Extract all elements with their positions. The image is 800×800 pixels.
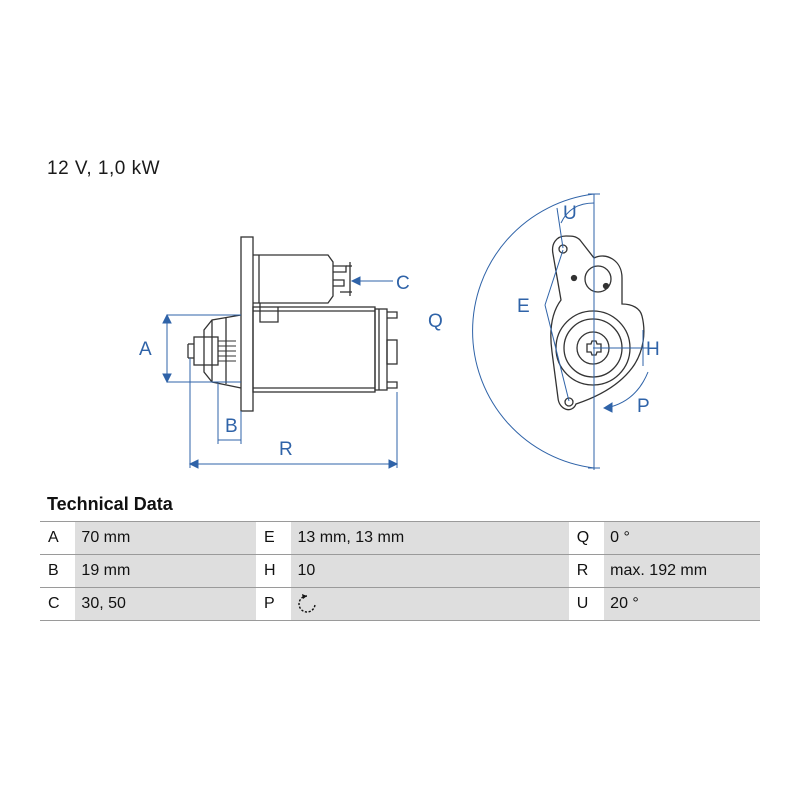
spec-key-a: A <box>40 521 76 555</box>
dimension-label-u: U <box>563 203 577 224</box>
spec-value-p <box>291 587 569 621</box>
dimension-label-q: Q <box>428 311 443 332</box>
end-cap <box>374 308 388 391</box>
spec-value-e: 13 mm, 13 mm <box>291 521 569 555</box>
spec-key-q: Q <box>568 521 605 555</box>
spec-value-c: 30, 50 <box>75 587 257 621</box>
table-row: C 30, 50 P U 20 ° <box>40 587 760 621</box>
front-view <box>550 235 645 411</box>
bolt-hole-bottom <box>564 397 574 407</box>
drive-nose <box>203 314 242 389</box>
dimension-label-a: A <box>139 339 152 360</box>
spec-key-p: P <box>256 587 292 621</box>
starter-motor-drawing: A B R C Q <box>139 193 660 470</box>
front-solenoid-bore <box>584 265 612 293</box>
spec-heading: 12 V, 1,0 kW <box>47 158 161 179</box>
spec-key-b: B <box>40 554 76 588</box>
solenoid-body <box>253 254 334 304</box>
motor-body <box>252 306 376 393</box>
front-pinion <box>586 340 602 356</box>
spec-value-b: 19 mm <box>75 554 257 588</box>
q-arc <box>472 193 595 469</box>
pinion <box>193 336 219 366</box>
front-flange-plate <box>550 235 645 411</box>
dimension-label-p: P <box>637 396 650 417</box>
dimension-label-e: E <box>517 296 530 317</box>
rotation-counterclockwise-icon <box>298 594 317 613</box>
mounting-flange <box>240 236 254 412</box>
front-view-dimensions <box>472 193 652 470</box>
spec-value-q: 0 ° <box>604 521 760 555</box>
spec-value-h: 10 <box>291 554 569 588</box>
spec-key-u: U <box>568 587 605 621</box>
side-view <box>187 236 398 412</box>
table-row: A 70 mm E 13 mm, 13 mm Q 0 ° <box>40 521 760 555</box>
spec-value-a: 70 mm <box>75 521 257 555</box>
dimension-label-b: B <box>225 416 238 437</box>
spec-value-u: 20 ° <box>604 587 760 621</box>
side-view-dimensions <box>162 276 399 469</box>
dimension-label-r: R <box>279 439 293 460</box>
spec-key-r: R <box>568 554 605 588</box>
spec-key-e: E <box>256 521 292 555</box>
table-row: B 19 mm H 10 R max. 192 mm <box>40 554 760 588</box>
dimension-label-h: H <box>646 339 660 360</box>
technical-data-table: A 70 mm E 13 mm, 13 mm Q 0 ° B 19 mm H 1… <box>40 521 760 621</box>
spec-key-c: C <box>40 587 76 621</box>
technical-data-title: Technical Data <box>47 494 173 514</box>
spec-key-h: H <box>256 554 292 588</box>
spec-value-r: max. 192 mm <box>604 554 760 588</box>
dimension-label-c: C <box>396 273 410 294</box>
